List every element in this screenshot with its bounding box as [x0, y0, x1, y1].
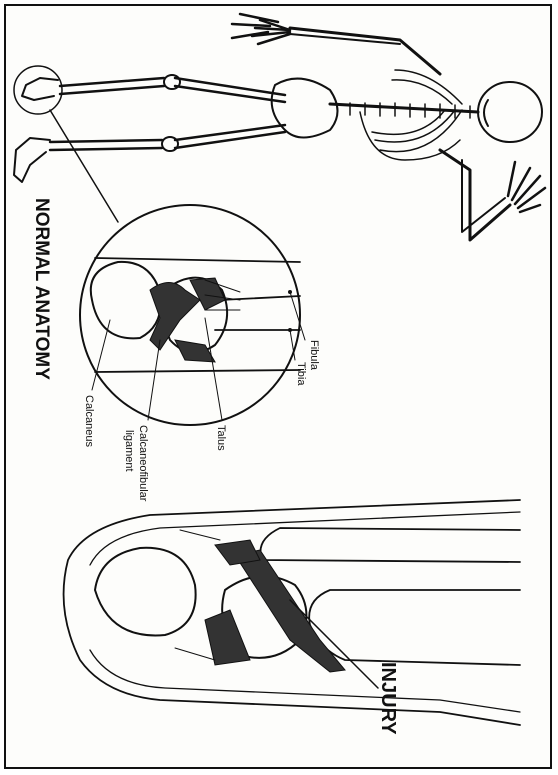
upper-arm [290, 28, 440, 74]
zoom-circle [80, 205, 300, 425]
upper-hand [232, 14, 290, 44]
ankle-highlight-circle [14, 66, 62, 114]
heading-injury: INJURY [377, 662, 399, 735]
upper-foot [22, 78, 58, 100]
skeleton-figure [14, 14, 545, 240]
label-calcaneus: Calcaneus [83, 395, 95, 447]
lower-foot [14, 138, 50, 182]
label-tibia: Tibia [295, 362, 307, 386]
label-ligament-line2: ligament [123, 430, 135, 472]
zoom-connector-line [50, 110, 118, 222]
torn-ligament [235, 550, 345, 672]
normal-anatomy-detail [80, 205, 300, 425]
injury-calcaneus [95, 548, 196, 636]
injury-detail [64, 500, 520, 725]
label-talus: Talus [215, 425, 227, 451]
lower-arm [440, 150, 510, 240]
label-fibula: Fibula [308, 340, 320, 371]
upper-leg-femur [175, 78, 285, 102]
lower-leg-femur [175, 125, 285, 148]
pelvis [272, 79, 338, 138]
skull [478, 82, 542, 142]
heading-normal-anatomy: NORMAL ANATOMY [31, 198, 52, 380]
spine [330, 104, 478, 112]
label-ligament-line1: Calcaneofibular [137, 425, 149, 502]
lower-hand [508, 162, 545, 212]
